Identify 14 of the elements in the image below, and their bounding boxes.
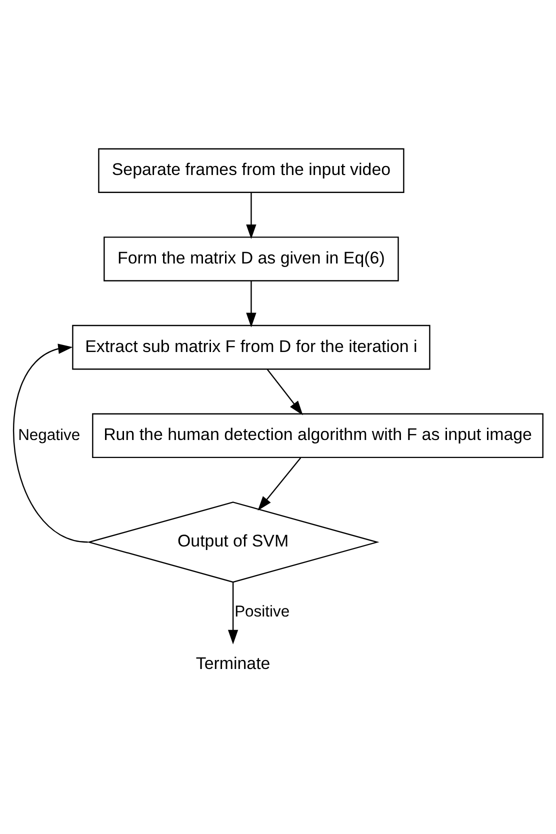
arrow bbox=[228, 582, 238, 644]
node-diamond: Output of SVM bbox=[86, 501, 380, 582]
node-box: Separate frames from the input video bbox=[98, 148, 404, 192]
edge-label: Positive bbox=[234, 602, 290, 620]
arrow bbox=[246, 280, 256, 327]
edge-label: Negative bbox=[18, 426, 80, 444]
node-box: Run the human detection algorithm with F as input image bbox=[92, 412, 544, 458]
node-box: Form the matrix D as given in Eq(6) bbox=[104, 236, 399, 281]
node-text: Terminate bbox=[196, 653, 270, 672]
arrow bbox=[258, 457, 302, 510]
arrow bbox=[266, 368, 303, 415]
arrow bbox=[246, 192, 256, 238]
node-box: Extract sub matrix F from D for the iteration i bbox=[72, 324, 430, 370]
arrow bbox=[12, 343, 88, 542]
